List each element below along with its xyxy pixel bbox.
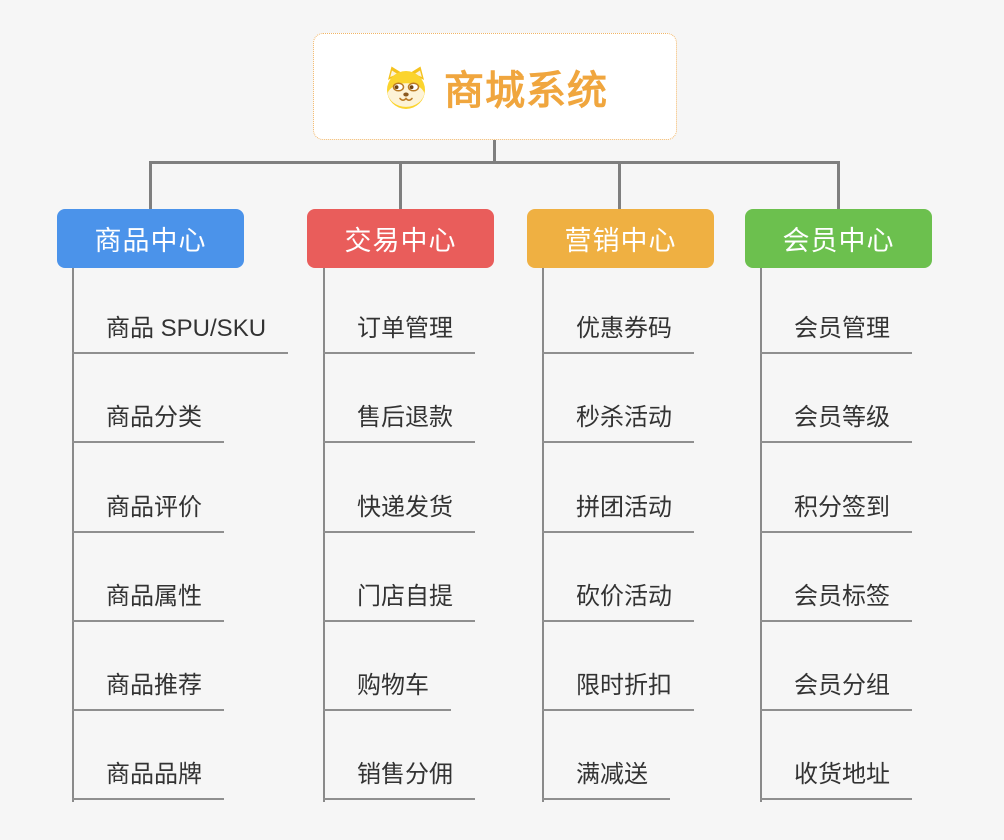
- child-node[interactable]: 秒杀活动: [542, 397, 694, 444]
- child-node[interactable]: 商品 SPU/SKU: [72, 308, 289, 355]
- drop-line-member: [837, 161, 840, 209]
- branch-label: 商品中心: [94, 226, 207, 256]
- child-node[interactable]: 满减送: [542, 754, 670, 801]
- child-node[interactable]: 收货地址: [760, 754, 912, 801]
- branch-node-product-center[interactable]: 商品中心: [57, 209, 244, 268]
- child-node[interactable]: 会员标签: [760, 576, 912, 622]
- branch-node-member-center[interactable]: 会员中心: [745, 209, 932, 268]
- root-stub-line: [493, 140, 496, 163]
- child-node[interactable]: 限时折扣: [542, 665, 694, 711]
- children-column-product: 商品 SPU/SKU 商品分类 商品评价 商品属性 商品推荐 商品品牌: [72, 265, 289, 801]
- child-node[interactable]: 会员管理: [760, 308, 912, 355]
- trunk-line-member: [760, 268, 762, 802]
- branch-bus-line: [149, 161, 840, 164]
- child-node[interactable]: 快递发货: [323, 487, 475, 533]
- root-node[interactable]: 商城系统: [313, 33, 677, 140]
- drop-line-marketing: [618, 161, 621, 209]
- child-node[interactable]: 商品品牌: [72, 754, 224, 801]
- child-node[interactable]: 商品推荐: [72, 665, 224, 711]
- children-column-member: 会员管理 会员等级 积分签到 会员标签 会员分组 收货地址: [760, 265, 912, 801]
- child-node[interactable]: 订单管理: [323, 308, 475, 355]
- child-node[interactable]: 售后退款: [323, 397, 475, 444]
- branch-label: 会员中心: [782, 226, 895, 256]
- trunk-line-trade: [323, 268, 325, 802]
- dog-icon: [387, 66, 425, 109]
- branch-label: 交易中心: [344, 226, 457, 256]
- child-node[interactable]: 会员分组: [760, 665, 912, 711]
- child-node[interactable]: 商品评价: [72, 487, 224, 533]
- drop-line-trade: [399, 161, 402, 209]
- child-node[interactable]: 购物车: [323, 665, 451, 711]
- branch-label: 营销中心: [564, 226, 677, 256]
- child-node[interactable]: 商品分类: [72, 397, 224, 444]
- root-title: 商城系统: [444, 68, 608, 113]
- child-node[interactable]: 门店自提: [323, 576, 475, 622]
- child-node[interactable]: 会员等级: [760, 397, 912, 444]
- trunk-line-product: [72, 268, 74, 802]
- child-node[interactable]: 销售分佣: [323, 754, 475, 801]
- children-column-marketing: 优惠券码 秒杀活动 拼团活动 砍价活动 限时折扣 满减送: [542, 265, 694, 801]
- child-node[interactable]: 积分签到: [760, 487, 912, 533]
- child-node[interactable]: 砍价活动: [542, 576, 694, 622]
- child-node[interactable]: 优惠券码: [542, 308, 694, 355]
- child-node[interactable]: 商品属性: [72, 576, 224, 622]
- drop-line-product: [149, 161, 152, 209]
- child-node[interactable]: 拼团活动: [542, 487, 694, 533]
- children-column-trade: 订单管理 售后退款 快递发货 门店自提 购物车 销售分佣: [323, 265, 475, 801]
- trunk-line-marketing: [542, 268, 544, 802]
- branch-node-trade-center[interactable]: 交易中心: [307, 209, 494, 268]
- branch-node-marketing-center[interactable]: 营销中心: [527, 209, 714, 268]
